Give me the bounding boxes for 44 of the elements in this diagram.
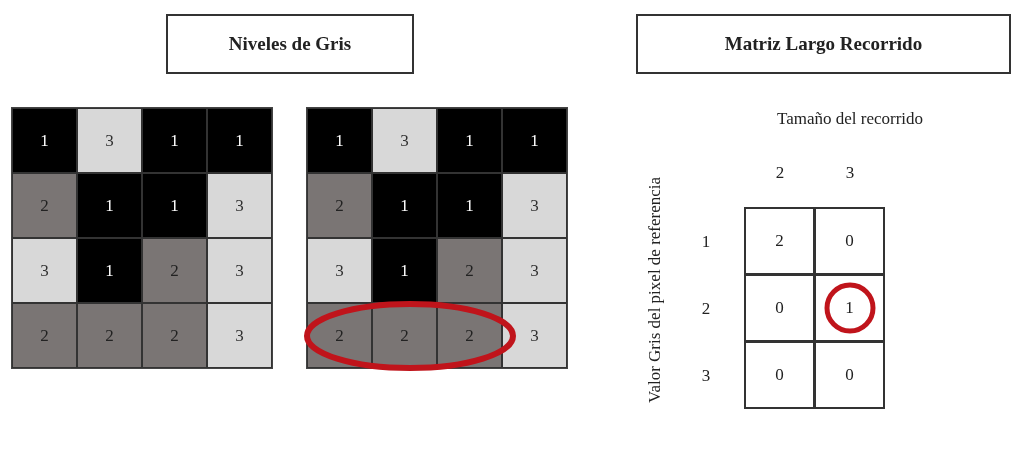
pixel-cell: 3 (207, 303, 272, 368)
pixel-cell: 1 (372, 173, 437, 238)
row-header: 3 (700, 365, 712, 387)
pixel-cell: 1 (142, 108, 207, 173)
pixel-cell: 2 (12, 173, 77, 238)
matrix-cell: 0 (744, 274, 815, 342)
matrix-cell: 2 (744, 207, 815, 275)
pixel-cell: 1 (437, 108, 502, 173)
pixel-cell: 2 (77, 303, 142, 368)
pixel-cell: 2 (437, 238, 502, 303)
pixel-cell: 1 (142, 173, 207, 238)
pixel-cell: 3 (307, 238, 372, 303)
pixel-cell: 2 (12, 303, 77, 368)
pixel-cell: 3 (502, 173, 567, 238)
pixel-cell: 3 (12, 238, 77, 303)
pixel-cell: 2 (307, 173, 372, 238)
pixel-cell: 1 (77, 173, 142, 238)
axis-label: Valor Gris del pixel de referencia (644, 175, 665, 405)
row-header: 1 (700, 231, 712, 253)
pixel-cell: 1 (207, 108, 272, 173)
matrix-cell: 0 (744, 341, 815, 409)
pixel-cell: 1 (372, 238, 437, 303)
matrix-cell: 0 (814, 341, 885, 409)
matrix-cell: 1 (814, 274, 885, 342)
pixel-cell: 3 (502, 238, 567, 303)
row-header: 2 (700, 298, 712, 320)
title-box: Matriz Largo Recorrido (636, 14, 1011, 74)
pixel-cell: 3 (207, 173, 272, 238)
column-header: 3 (844, 162, 856, 184)
column-header: 2 (774, 162, 786, 184)
matrix-cell: 0 (814, 207, 885, 275)
axis-label: Tamaño del recorrido (775, 108, 925, 130)
pixel-cell: 1 (307, 108, 372, 173)
pixel-cell: 3 (502, 303, 567, 368)
pixel-cell: 1 (502, 108, 567, 173)
pixel-cell: 1 (12, 108, 77, 173)
pixel-cell: 3 (372, 108, 437, 173)
pixel-cell: 3 (77, 108, 142, 173)
pixel-cell: 3 (207, 238, 272, 303)
pixel-cell: 1 (77, 238, 142, 303)
title-box: Niveles de Gris (166, 14, 414, 74)
pixel-cell: 2 (142, 238, 207, 303)
pixel-cell: 1 (437, 173, 502, 238)
pixel-cell: 2 (142, 303, 207, 368)
